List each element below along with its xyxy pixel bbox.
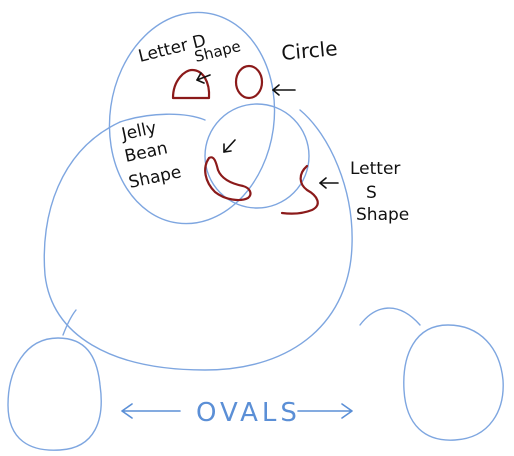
arrow-icon xyxy=(196,72,211,84)
left-leg-connector xyxy=(62,309,77,336)
body-guide-left-arc xyxy=(119,113,206,123)
circle-label: Circle xyxy=(280,36,338,65)
arrow-icon xyxy=(272,84,296,96)
left-foot-oval xyxy=(7,337,102,451)
muzzle-guide-circle xyxy=(204,103,310,209)
letter-s-shape-mouth xyxy=(280,164,319,215)
right-foot-oval xyxy=(403,324,504,441)
letter-s-label-line3: Shape xyxy=(356,205,409,225)
jelly-bean-shape-nose xyxy=(204,156,252,202)
arrow-icon xyxy=(223,139,236,153)
circle-eye xyxy=(234,64,264,100)
ovals-label: OVALS xyxy=(196,398,301,428)
double-arrow-icon xyxy=(121,403,181,419)
right-leg-connector xyxy=(359,307,421,326)
letter-s-label-line2: S xyxy=(366,183,377,203)
body-guide-circle xyxy=(43,109,353,371)
double-arrow-icon xyxy=(297,403,353,419)
letter-d-shape-eye xyxy=(171,68,211,100)
head-guide-oval xyxy=(108,11,276,225)
arrow-icon xyxy=(319,177,339,189)
jelly-bean-label-line3: Shape xyxy=(127,162,183,193)
letter-s-label-line1: Letter xyxy=(350,159,400,179)
